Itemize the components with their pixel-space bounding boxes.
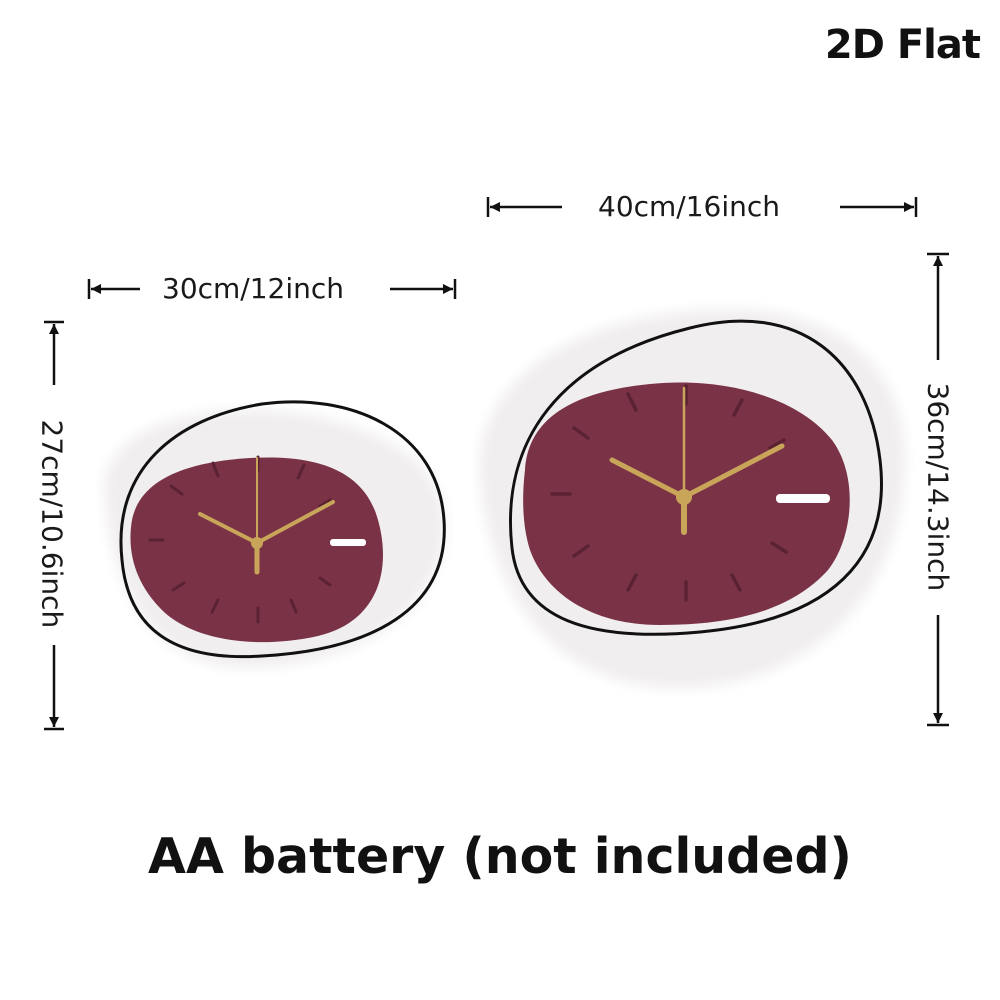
large-clock-center-cap bbox=[676, 489, 692, 505]
small-width-dimension bbox=[87, 279, 457, 299]
small-clock-three-marker bbox=[330, 539, 366, 546]
large-clock-height-label: 36cm/14.3inch bbox=[921, 382, 955, 592]
small-clock bbox=[104, 400, 446, 669]
large-height-dimension bbox=[927, 252, 949, 727]
large-clock-width-label: 40cm/16inch bbox=[598, 190, 781, 223]
small-clock-center-cap bbox=[251, 537, 263, 549]
small-clock-height-label: 27cm/10.6inch bbox=[35, 419, 69, 629]
large-width-dimension bbox=[486, 197, 918, 217]
small-clock-hands bbox=[198, 457, 335, 575]
large-clock bbox=[479, 308, 906, 689]
small-clock-width-label: 30cm/12inch bbox=[162, 272, 345, 305]
battery-note: AA battery (not included) bbox=[148, 828, 852, 885]
small-height-dimension bbox=[44, 320, 64, 731]
large-clock-ring bbox=[509, 319, 883, 636]
product-type-badge: 2D Flat bbox=[824, 22, 981, 68]
large-clock-hour-marks bbox=[550, 384, 788, 602]
small-clock-ring bbox=[119, 400, 446, 659]
large-clock-three-marker bbox=[776, 494, 830, 503]
